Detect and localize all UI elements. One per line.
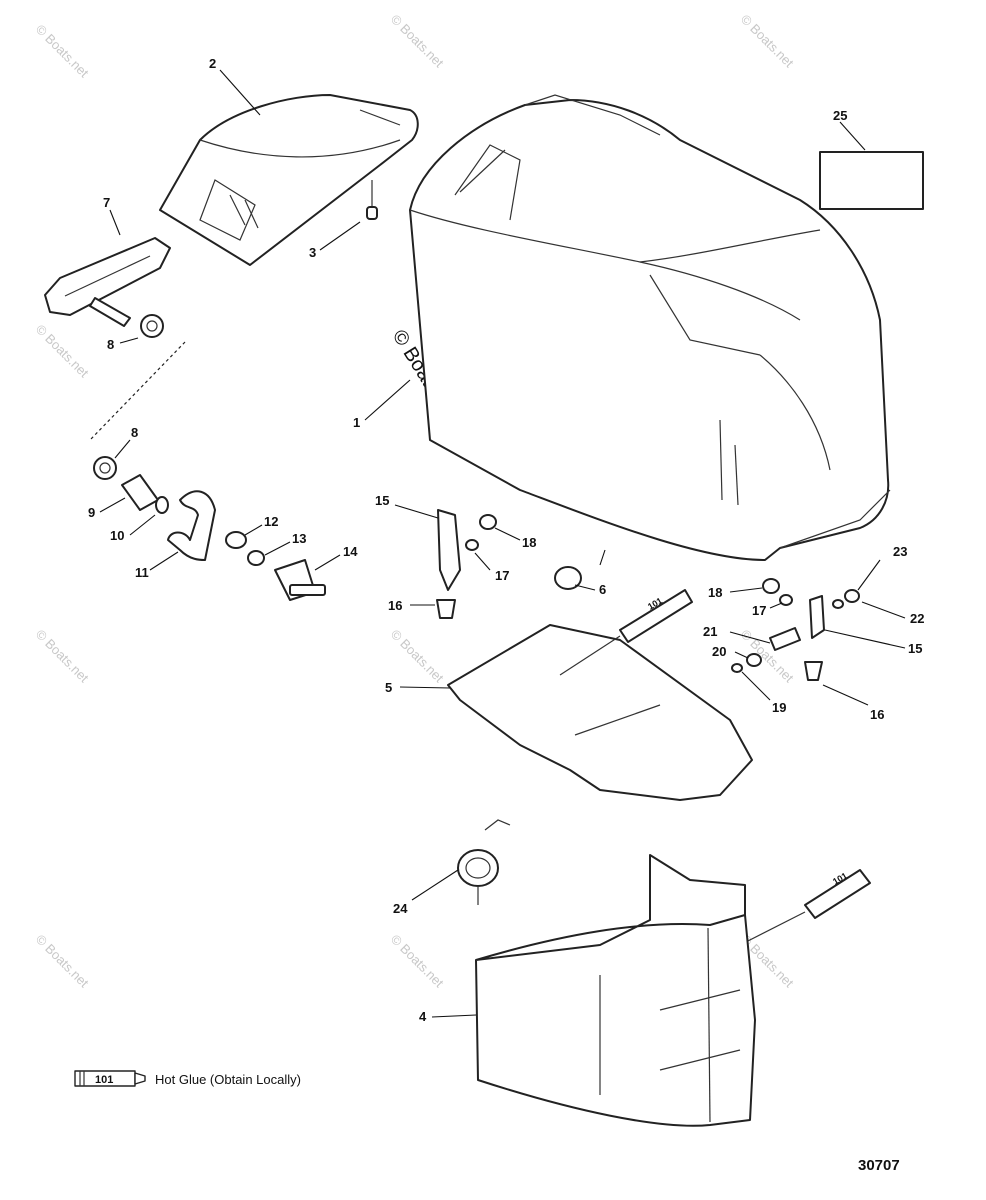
watermark: © Boats.net [33,322,92,381]
spacer-part [746,653,762,667]
callout-15b: 15 [908,641,922,656]
callout-18a: 18 [522,535,536,550]
callout-22: 22 [910,611,924,626]
grommet-hole [99,462,111,474]
callout-group: 1 2 3 4 5 6 7 8 8 9 10 11 12 13 14 15 15… [88,56,924,1024]
screw-part [366,180,378,220]
plug-part [554,566,582,590]
figure-code: 30707 [858,1157,900,1174]
callout-13: 13 [292,531,306,546]
stud-part [769,627,801,651]
dashed-assembly-line [89,341,186,441]
callout-16a: 16 [388,598,402,613]
callout-17a: 17 [495,568,509,583]
callout-17b: 17 [752,603,766,618]
grommet-hole [146,320,158,332]
callout-4: 4 [419,1009,427,1024]
watermark: © Boats.net [33,932,92,991]
washer-part [779,594,793,606]
callout-7: 7 [103,195,110,210]
watermark: © Boats.net [738,12,797,71]
hardware-group [121,474,326,601]
harness-part [457,819,511,905]
decal-part [819,151,924,210]
callout-23: 23 [893,544,907,559]
washer-part [832,599,844,609]
glue-tube: 101 [739,869,871,946]
leader-lines [99,69,906,1018]
glue-tube: 101 [559,589,693,676]
push-pin-part [804,661,823,681]
watermark: © Boats.net [33,22,92,81]
callout-9: 9 [88,505,95,520]
callout-19: 19 [772,700,786,715]
nut-part [762,578,780,594]
callout-12: 12 [264,514,278,529]
callout-25: 25 [833,108,847,123]
callout-2: 2 [209,56,216,71]
nut-part [479,514,497,530]
washer-part [731,663,743,673]
callout-16b: 16 [870,707,884,722]
seal-pad-part [447,624,753,801]
handle-part [44,237,171,327]
callout-11: 11 [135,565,149,580]
callout-14: 14 [343,544,358,559]
watermark: © Boats.net [388,12,447,71]
callout-15a: 15 [375,493,389,508]
legend: 101 Hot Glue (Obtain Locally) [74,1070,301,1087]
nut-part [844,589,860,603]
intake-cover-part [159,94,419,266]
callout-21: 21 [703,624,717,639]
legend-tube-icon: 101 [74,1070,146,1087]
callout-18b: 18 [708,585,722,600]
legend-text: Hot Glue (Obtain Locally) [155,1072,301,1087]
grommet-part [93,456,117,480]
watermark: © Boats.net [33,627,92,686]
watermark: © Boats.net [388,932,447,991]
callout-1: 1 [353,415,360,430]
lower-cowl-part [475,854,756,1127]
bracket-part [437,509,461,591]
watermark: © Boats.net [388,627,447,686]
push-pin-part [436,599,456,619]
callout-20: 20 [712,644,726,659]
callout-8b: 8 [131,425,138,440]
callout-10: 10 [110,528,124,543]
callout-8a: 8 [107,337,114,352]
top-cowl-part [409,94,891,561]
washer-part [465,539,479,551]
callout-6: 6 [599,582,606,597]
bracket-part [809,595,825,639]
callout-5: 5 [385,680,392,695]
callout-24: 24 [393,901,408,916]
grommet-part [140,314,164,338]
callout-3: 3 [309,245,316,260]
legend-tube-label: 101 [95,1074,113,1086]
